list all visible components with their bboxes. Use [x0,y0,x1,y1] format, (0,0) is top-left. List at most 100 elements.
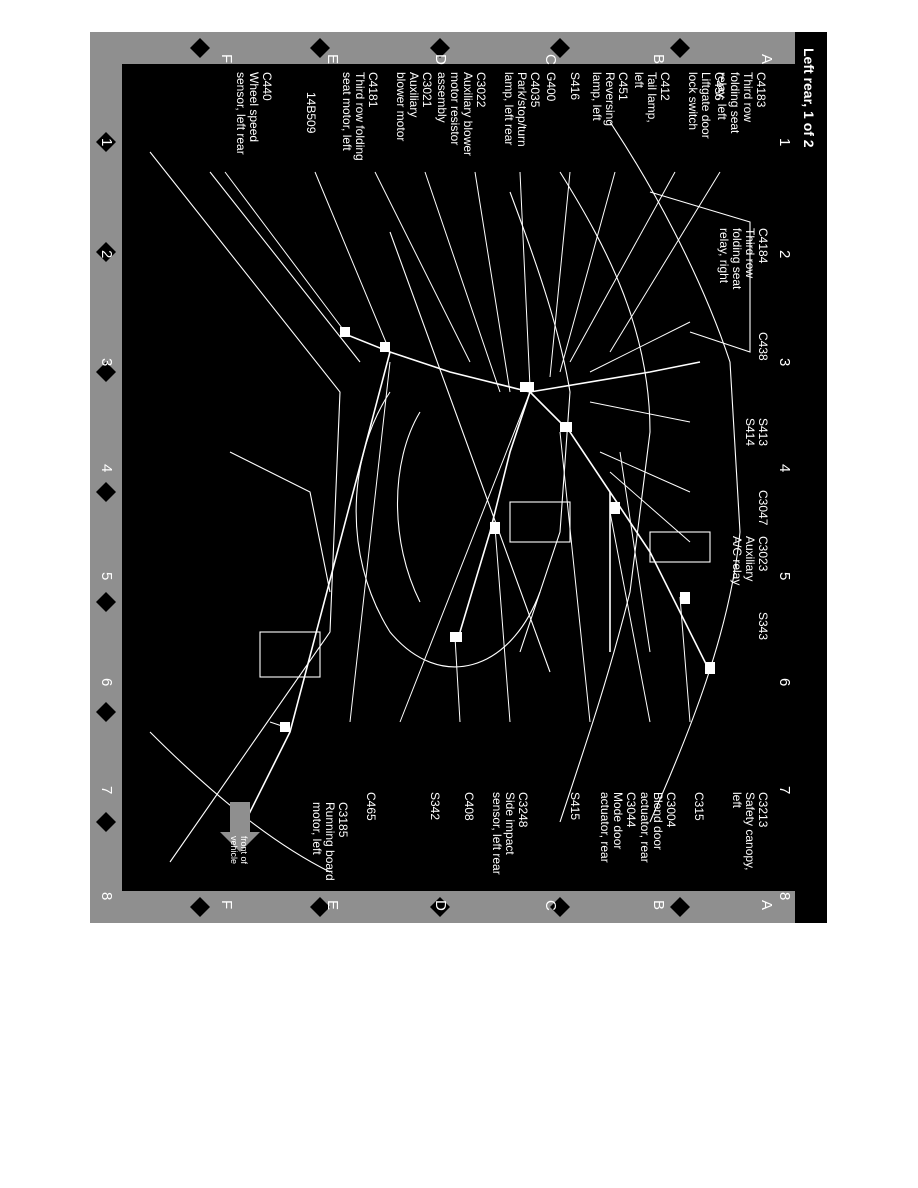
front-of-vehicle-arrow [220,802,260,852]
callout-c3021-id: C3021 [420,72,434,108]
column-number-bottom: 1 [98,138,115,147]
diamond-marker [96,702,116,722]
callout-c451-desc: Reversing lamp, left [590,72,617,127]
leader-line [424,171,501,393]
row-letter-left: B [650,54,667,65]
diamond-marker [96,592,116,612]
rail [389,231,551,673]
callout-c315-id: C315 [692,792,706,821]
body-outline [609,121,741,823]
callout-c412-desc: Tail lamp, left [632,72,659,123]
callout-c3004-desc: Blend door actuator, rear [638,792,665,863]
leader-lines [224,171,721,728]
diamond-marker [96,362,116,382]
leader-line [494,526,511,723]
callout-c440-id: C440 [260,72,274,101]
callout-c4183-id: C4183 [754,72,768,108]
callout-c456-id: C456 [712,72,726,101]
wheel-well [397,411,421,603]
leader-line [559,431,591,723]
callout-c4035-id: C4035 [528,72,542,108]
liftgate [649,191,751,353]
row-letter-right: E [324,900,341,911]
callout-c4181-id: C4181 [366,72,380,108]
callout-c3185-desc: Running board motor, left [310,802,337,881]
leader-line [609,471,691,543]
connector-block [380,342,390,352]
panel-cutout [649,531,711,563]
callout-c3044-id: C3044 [624,792,638,828]
row-letter-right: B [650,900,667,911]
leader-line [454,636,461,723]
diamond-marker [96,132,116,152]
floor-edge [149,151,341,863]
panel-cutout [509,501,571,543]
label-layer: Left rear, 1 of 2 1 2 3 4 5 6 7 8 1 2 3 … [90,32,827,923]
callout-c4181-desc: Third row folding seat motor, left [340,72,367,161]
callout-c3248-id: C3248 [516,792,530,828]
diagram-title: Left rear, 1 of 2 [801,48,817,148]
diamond-marker [430,38,450,58]
title-bar [795,32,827,923]
callout-c3022-desc: Auxiliary blower motor resistor assembly [435,72,475,157]
leader-line [589,401,691,423]
leader-line [609,511,651,723]
diamond-marker [670,897,690,917]
callout-c440-desc: Wheel speed sensor, left rear [234,72,261,155]
column-number-bottom: 2 [98,250,115,259]
row-letter-left: A [758,54,775,65]
body-outline [559,171,651,823]
callout-s415-id: S415 [568,792,582,821]
row-letter-left: C [542,54,559,65]
leader-line [609,171,721,353]
diamond-marker [310,38,330,58]
border-strip-top [90,32,827,64]
floor-edge [209,171,361,363]
callout-c3022-id: C3022 [474,72,488,108]
diamond-marker [550,897,570,917]
callout-g400-id: G400 [544,72,558,102]
callout-c4184-desc: Third row folding seat relay, right [717,228,757,290]
column-number-bottom: 6 [98,678,115,687]
diamond-marker [430,897,450,917]
leader-line [619,451,651,653]
diamond-marker [96,812,116,832]
column-number-bottom: 3 [98,358,115,367]
connector-block [560,422,572,432]
row-letter-left: D [432,54,449,65]
column-number-top: 8 [776,892,793,901]
harness-line [529,361,701,393]
front-of-vehicle-label: front of vehicle [229,836,249,865]
connector-block [610,502,620,514]
column-number-bottom: 5 [98,572,115,581]
leader-line [349,361,391,723]
callout-c451-id: C451 [616,72,630,101]
callout-14b509-id: 14B509 [304,92,318,134]
leader-line [569,171,676,363]
column-number-top: 5 [776,572,793,581]
leader-line [374,171,471,363]
diamond-marker [190,897,210,917]
callout-c3047-id: C3047 [756,490,770,526]
callout-s416-id: S416 [568,72,582,101]
leader-line [314,171,391,353]
callout-c412-id: C412 [658,72,672,101]
column-number-top: 1 [776,138,793,147]
callout-c465-id: C465 [364,792,378,821]
column-number-top: 3 [776,358,793,367]
column-number-bottom: 4 [98,464,115,473]
callout-c408-id: C408 [462,792,476,821]
leader-line [224,171,346,333]
grid-diamonds [96,38,690,917]
column-number-top: 7 [776,786,793,795]
harness-line [339,331,531,393]
harness-line [459,391,531,633]
row-letter-left: F [218,54,235,64]
callout-s413-s414-id: S413 S414 [743,418,770,447]
diamond-marker [550,38,570,58]
callout-c3023-desc: Auxiliary A/C relay [730,536,757,586]
callout-c3004-id: C3004 [664,792,678,828]
callout-c3248-desc: Side impact sensor, left rear [490,792,517,875]
callout-s342-id: S342 [428,792,442,821]
diamond-marker [96,242,116,262]
